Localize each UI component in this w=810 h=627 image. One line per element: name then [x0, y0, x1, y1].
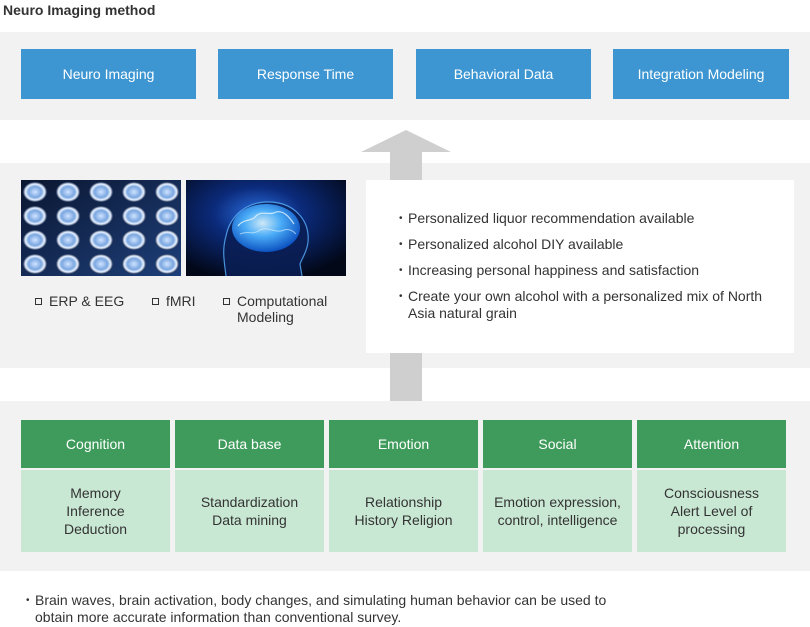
column-body: Consciousness Alert Level of processing — [637, 470, 786, 552]
column-emotion: Emotion Relationship History Religion — [329, 420, 478, 552]
column-header: Emotion — [329, 420, 478, 468]
mri-slice — [122, 230, 146, 250]
list-item: •Personalized alcohol DIY available — [399, 236, 624, 252]
list-item: •Increasing personal happiness and satis… — [399, 262, 700, 278]
mri-slice — [155, 230, 179, 250]
mri-slice — [122, 206, 146, 226]
mri-slice — [155, 254, 179, 274]
method-computational-modeling: Computational Modeling — [223, 293, 348, 325]
mri-slice — [89, 206, 113, 226]
glowing-brain-head-image — [186, 180, 346, 276]
mri-slice — [89, 182, 113, 202]
benefits-list: •Personalized liquor recommendation avai… — [399, 210, 789, 331]
list-item: •Create your own alcohol with a personal… — [399, 288, 763, 321]
column-header: Attention — [637, 420, 786, 468]
mri-slice — [89, 230, 113, 250]
column-header: Data base — [175, 420, 324, 468]
footnote: • Brain waves, brain activation, body ch… — [26, 592, 607, 625]
mri-slice — [89, 254, 113, 274]
column-header: Cognition — [21, 420, 170, 468]
column-body: Standardization Data mining — [175, 470, 324, 552]
column-cognition: Cognition Memory Inference Deduction — [21, 420, 170, 552]
mri-slice — [122, 254, 146, 274]
mri-slice — [23, 206, 47, 226]
column-body: Relationship History Religion — [329, 470, 478, 552]
mri-slice — [23, 182, 47, 202]
box-integration-modeling: Integration Modeling — [613, 49, 789, 99]
box-behavioral-data: Behavioral Data — [416, 49, 591, 99]
box-response-time: Response Time — [218, 49, 393, 99]
mri-slice — [122, 182, 146, 202]
mri-slice — [23, 254, 47, 274]
column-header: Social — [483, 420, 632, 468]
column-body: Memory Inference Deduction — [21, 470, 170, 552]
benefits-panel — [366, 180, 794, 353]
column-social: Social Emotion expression, control, inte… — [483, 420, 632, 552]
square-bullet-icon — [35, 298, 42, 305]
mri-slice — [56, 254, 80, 274]
page-title: Neuro Imaging method — [3, 2, 156, 18]
brain-mri-scan-grid-image — [21, 180, 181, 276]
mri-slice — [56, 230, 80, 250]
method-erp-eeg: ERP & EEG — [35, 293, 124, 309]
square-bullet-icon — [223, 298, 230, 305]
square-bullet-icon — [152, 298, 159, 305]
list-item: •Personalized liquor recommendation avai… — [399, 210, 695, 226]
mri-slice — [23, 230, 47, 250]
mri-slice — [56, 182, 80, 202]
mri-slice — [155, 182, 179, 202]
column-data-base: Data base Standardization Data mining — [175, 420, 324, 552]
column-attention: Attention Consciousness Alert Level of p… — [637, 420, 786, 552]
method-fmri: fMRI — [152, 293, 196, 309]
up-arrow-icon — [361, 130, 451, 152]
box-neuro-imaging: Neuro Imaging — [21, 49, 196, 99]
mri-slice — [155, 206, 179, 226]
mri-slice — [56, 206, 80, 226]
column-body: Emotion expression, control, intelligenc… — [483, 470, 632, 552]
